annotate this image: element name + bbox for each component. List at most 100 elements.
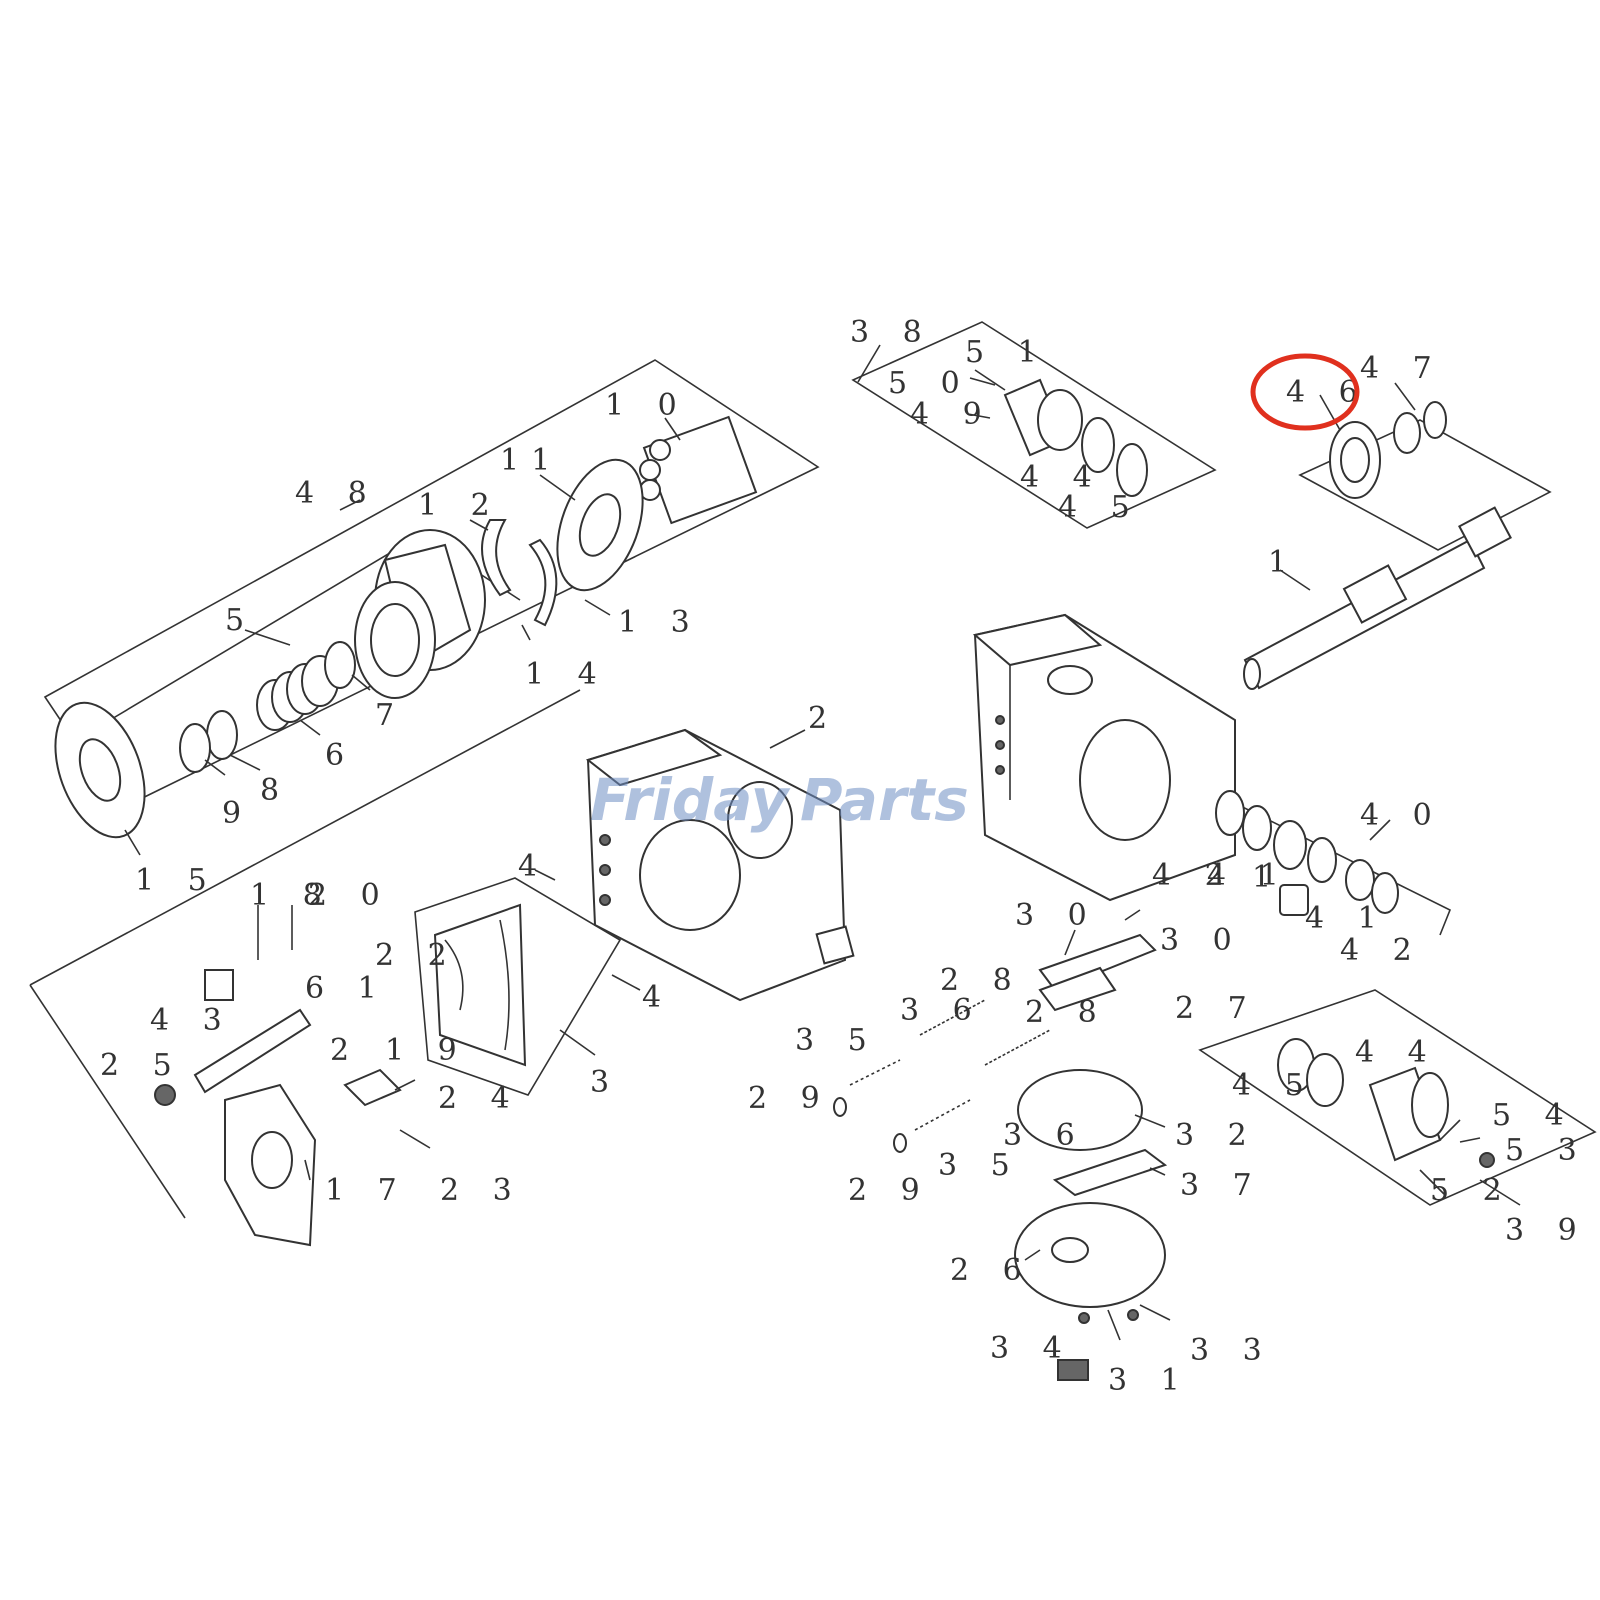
lever-16 [154,905,312,1106]
spool-plate-27 [1038,933,1157,1012]
label-30a: 3 0 [1015,898,1099,933]
group-frame-3 [414,877,622,1096]
label-27: 2 7 [1175,991,1259,1026]
label-29b: 2 9 [848,1173,932,1208]
label-39: 3 9 [1505,1213,1589,1248]
label-52: 5 2 [1430,1173,1514,1208]
cover-17 [224,1083,317,1247]
label-26: 2 6 [950,1253,1034,1288]
group-frame-38 [851,321,1217,529]
label-53: 5 3 [1505,1133,1589,1168]
label-45b: 4 5 [1232,1068,1316,1103]
label-32: 3 2 [1175,1118,1259,1153]
plug-34 [1057,1309,1139,1381]
retainer-12 [481,519,558,627]
main-housing-upper [972,613,1236,902]
label-54: 5 4 [1492,1098,1576,1133]
label-12: 1 2 [418,488,502,523]
label-25: 2 5 [100,1048,184,1083]
label-2: 2 [808,701,839,736]
label-48: 4 8 [295,476,379,511]
watermark-right: Parts [800,766,969,834]
label-35: 3 5 [795,1023,879,1058]
rings-7-8-9 [179,641,356,773]
block-19 [343,1068,402,1107]
label-43: 4 3 [150,1003,234,1038]
label-9: 9 [222,796,253,831]
label-10: 1 0 [605,388,689,423]
label-44b: 4 4 [1355,1035,1439,1070]
main-housing-lower [585,728,855,1002]
plate-15 [54,701,146,839]
label-1b: 1 [1252,860,1283,895]
group-frame-lower-left [29,689,581,1219]
label-24: 2 4 [438,1081,522,1116]
pistons-10 [639,415,758,525]
label-3: 3 [590,1065,621,1100]
label-14: 1 4 [525,657,609,692]
label-40: 4 0 [1360,798,1444,833]
leader-lines [124,344,1521,1341]
part-labels: 3 8 5 1 5 0 4 9 4 4 4 5 4 7 4 6 1 0 11 4… [100,315,1589,1398]
adjuster-40 [1215,790,1399,916]
label-22: 2 2 [375,938,459,973]
label-11: 11 [500,443,562,478]
highlight-circle [1250,353,1360,431]
label-28b: 2 8 [1025,995,1109,1030]
label-4a: 4 [518,849,549,884]
label-35b: 3 5 [938,1148,1022,1183]
o-ring-32 [1017,1069,1143,1151]
label-1: 1 [1268,545,1299,580]
label-51: 5 1 [965,335,1049,370]
drive-shaft [1243,506,1512,690]
label-42a: 4 2 [1152,858,1236,893]
springs-35-36 [833,999,1051,1153]
plate-37 [1052,1148,1168,1197]
group-frame-47 [1298,419,1552,551]
label-47: 4 7 [1360,351,1444,386]
label-46: 4 6 [1286,375,1370,410]
label-42b: 4 2 [1340,933,1424,968]
label-6: 6 [325,738,356,773]
cover-26 [1014,1202,1166,1308]
label-20: 2 0 [308,878,392,913]
label-33: 3 3 [1190,1333,1274,1368]
label-5: 5 [225,603,256,638]
label-15: 1 5 [135,863,219,898]
label-41a: 4 1 [1207,858,1291,893]
label-13: 1 3 [618,605,702,640]
label-44a: 4 4 [1020,460,1104,495]
label-8: 8 [260,773,291,808]
watermark-logo: Friday Parts [590,766,969,834]
label-38: 3 8 [850,315,934,350]
bearing-46 [1329,421,1381,499]
swash-plate-3 [433,903,527,1067]
watermark-left: Friday [590,766,791,834]
label-37: 3 7 [1180,1168,1264,1203]
label-7: 7 [375,698,406,733]
label-45a: 4 5 [1058,490,1142,525]
label-36b: 3 6 [1003,1118,1087,1153]
group-frame-39 [1198,989,1597,1206]
label-36: 3 6 [900,993,984,1028]
ring-47 [1393,401,1447,454]
label-31: 3 1 [1108,1363,1192,1398]
label-34: 3 4 [990,1331,1074,1366]
label-17: 1 7 [325,1173,409,1208]
label-18: 1 8 [250,878,334,913]
label-23: 2 3 [440,1173,524,1208]
valve-plate-11 [556,458,644,592]
label-19: 1 9 [385,1033,469,1068]
label-49: 4 9 [910,397,994,432]
label-50: 5 0 [888,366,972,401]
label-29: 2 9 [748,1081,832,1116]
servo-piston-38 [967,377,1148,497]
label-41b: 4 1 [1305,901,1389,936]
label-21: 2 [330,1033,361,1068]
label-4b: 4 [642,980,673,1015]
label-16: 6 1 [305,971,389,1006]
cylinder-block-5 [354,529,486,699]
label-30b: 3 0 [1160,923,1244,958]
label-28: 2 8 [940,963,1024,998]
